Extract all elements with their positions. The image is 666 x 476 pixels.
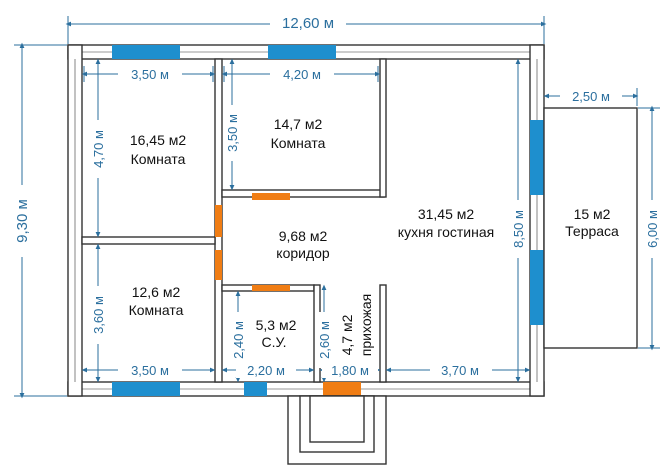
dim-room2-height: 3,50 м: [225, 114, 240, 152]
dim-terrace-height: 6,00 м: [645, 210, 660, 248]
corridor-name: коридор: [276, 245, 330, 261]
dimension-labels: 12,60 м 9,30 м 3,50 м 4,20 м 4,70 м 3,50…: [12, 14, 661, 378]
window: [244, 382, 267, 396]
corridor-area: 9,68 м2: [279, 228, 328, 244]
door: [215, 250, 222, 280]
room-labels: 16,45 м2 Комната 14,7 м2 Комната 12,6 м2…: [129, 116, 619, 356]
dim-bottom-left: 3,50 м: [131, 363, 169, 378]
window: [112, 382, 180, 396]
hallway-area: 4,7 м2: [339, 314, 355, 355]
room1-area: 16,45 м2: [130, 132, 187, 148]
kitchen-name: кухня гостиная: [398, 224, 494, 240]
room2-area: 14,7 м2: [274, 116, 323, 132]
kitchen-area: 31,45 м2: [418, 206, 475, 222]
bathroom-name: С.У.: [262, 334, 287, 350]
dim-bottom-bath: 2,20 м: [247, 363, 285, 378]
dim-room1-width: 3,50 м: [131, 67, 169, 82]
window: [112, 45, 180, 59]
room1-name: Комната: [131, 151, 186, 167]
dim-bottom-hall: 1,80 м: [331, 363, 369, 378]
dim-bath-height: 2,40 м: [231, 321, 246, 359]
bathroom-area: 5,3 м2: [256, 317, 297, 333]
dim-kitchen-height: 8,50 м: [511, 210, 526, 248]
window: [530, 250, 544, 325]
room3-name: Комната: [129, 302, 184, 318]
door: [252, 193, 290, 200]
porch: [287, 395, 387, 465]
terrace: [543, 107, 638, 349]
door: [215, 205, 222, 237]
door: [323, 382, 361, 396]
window: [530, 120, 544, 195]
window: [268, 45, 336, 59]
dim-total-height: 9,30 м: [14, 199, 31, 243]
room2-name: Комната: [271, 135, 326, 151]
dim-bottom-right: 3,70 м: [441, 363, 479, 378]
terrace-name: Терраса: [565, 223, 619, 239]
terrace-area: 15 м2: [574, 206, 611, 222]
dim-terrace-width: 2,50 м: [572, 89, 610, 104]
doors: [215, 193, 361, 396]
dim-total-width: 12,60 м: [282, 15, 334, 32]
door: [252, 285, 290, 291]
dim-room3-height: 3,60 м: [91, 296, 106, 334]
room3-area: 12,6 м2: [132, 284, 181, 300]
dim-room1-height: 4,70 м: [91, 130, 106, 168]
dim-hall-height: 2,60 м: [317, 321, 332, 359]
windows: [112, 45, 544, 396]
dim-room2-width: 4,20 м: [283, 67, 321, 82]
hallway-name: прихожая: [358, 294, 374, 356]
